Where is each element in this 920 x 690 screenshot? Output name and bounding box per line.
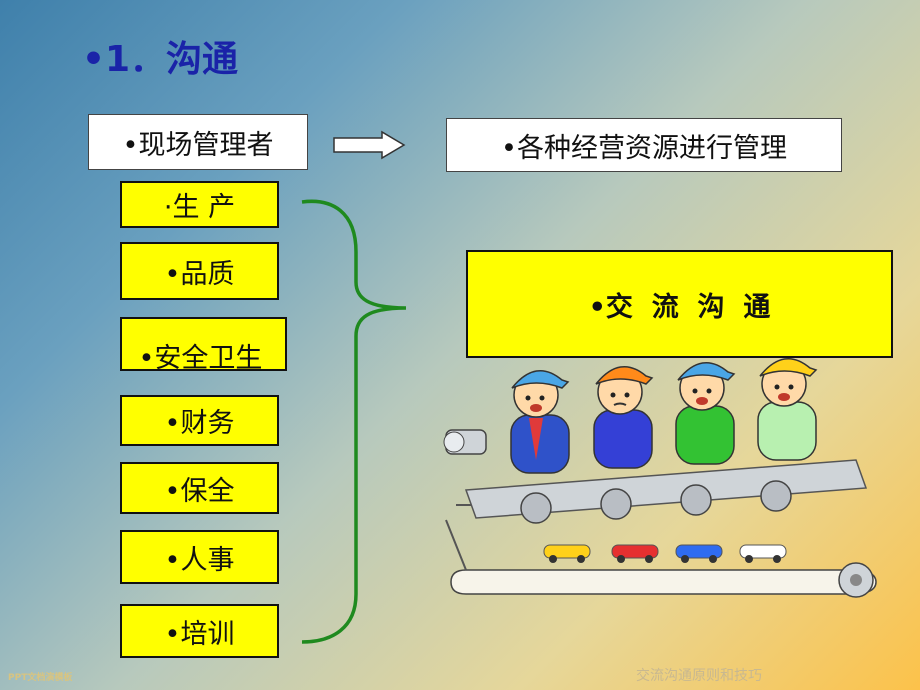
dept-finance-label: •财务 xyxy=(164,408,235,439)
toy-car-yellow xyxy=(543,544,591,563)
curly-brace-icon xyxy=(301,199,407,644)
resources-box: •各种经营资源进行管理 xyxy=(446,118,842,172)
communication-label: •交 流 沟 通 xyxy=(588,291,771,323)
rider-1 xyxy=(510,369,570,474)
dept-training: •培训 xyxy=(120,604,279,658)
dept-maintenance: •保全 xyxy=(120,462,279,514)
dept-safety-hygiene: •安全卫生 xyxy=(120,317,287,374)
tandem-bike-team-illustration xyxy=(443,357,877,598)
dept-hr-label: •人事 xyxy=(164,544,235,576)
manager-label: •现场管理者 xyxy=(122,129,274,161)
dept-hr: •人事 xyxy=(120,530,279,584)
resources-label: •各种经营资源进行管理 xyxy=(501,132,787,164)
dept-production: ·生 产 xyxy=(120,181,279,228)
rider-4 xyxy=(757,357,818,461)
toy-car-blue xyxy=(675,544,723,563)
dept-training-label: •培训 xyxy=(164,618,235,650)
rider-3 xyxy=(675,361,736,465)
footer-template-label: PPT文档演模板 xyxy=(8,673,73,683)
manager-box: •现场管理者 xyxy=(88,114,308,170)
dept-maintenance-label: •保全 xyxy=(164,475,235,507)
rider-2 xyxy=(593,365,654,469)
slide-title: •1．沟通 xyxy=(82,39,239,80)
toy-car-white xyxy=(739,544,787,563)
dept-production-label: ·生 产 xyxy=(163,192,236,223)
right-arrow-icon xyxy=(333,130,406,160)
dept-safety-hygiene-label: •安全卫生 xyxy=(138,343,263,374)
dept-quality-label: •品质 xyxy=(164,258,235,290)
toy-car-red xyxy=(611,544,659,563)
communication-box: •交 流 沟 通 xyxy=(466,250,893,358)
dept-quality: •品质 xyxy=(120,242,279,300)
dept-finance: •财务 xyxy=(120,395,279,446)
footer-course-title: 交流沟通原则和技巧 xyxy=(636,668,762,684)
